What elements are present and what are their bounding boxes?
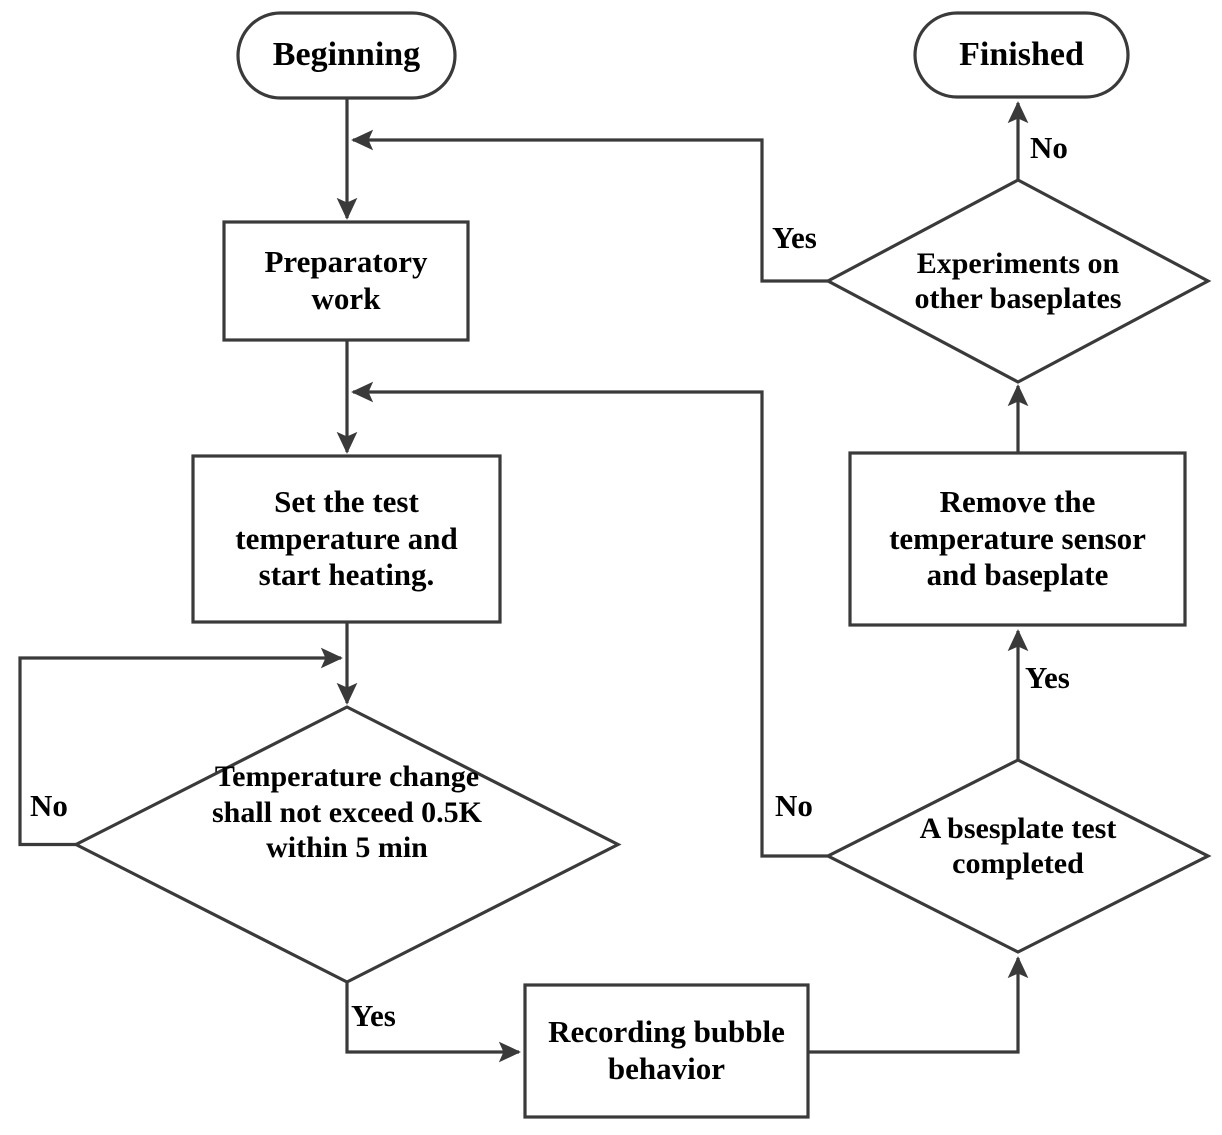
edge-tempcheck-no-loopback [18, 647, 343, 847]
node-finished[interactable] [915, 13, 1128, 97]
node-baseplate-test-completed-outline [824, 758, 1212, 954]
node-baseplate-test-completed[interactable] [828, 760, 1208, 952]
node-preparatory-work[interactable] [224, 222, 468, 340]
node-beginning[interactable] [238, 13, 455, 98]
node-experiments-other-baseplates-outline [824, 178, 1212, 384]
edge-recording-to-baseplatecheck [808, 956, 1029, 1054]
node-finished-outline [913, 11, 1130, 99]
edge-tempcheck-yes-to-recording [345, 982, 521, 1063]
node-experiments-other-baseplates[interactable] [828, 180, 1208, 382]
node-remove-sensor-baseplate[interactable] [850, 453, 1185, 625]
node-temperature-change-check[interactable] [76, 707, 618, 982]
edge-baseplatecheck-no-loopback [351, 381, 828, 858]
edge-experiments-yes-loopback [351, 129, 828, 283]
node-recording-bubble-behavior[interactable] [525, 985, 808, 1117]
node-set-test-temperature[interactable] [193, 456, 500, 622]
